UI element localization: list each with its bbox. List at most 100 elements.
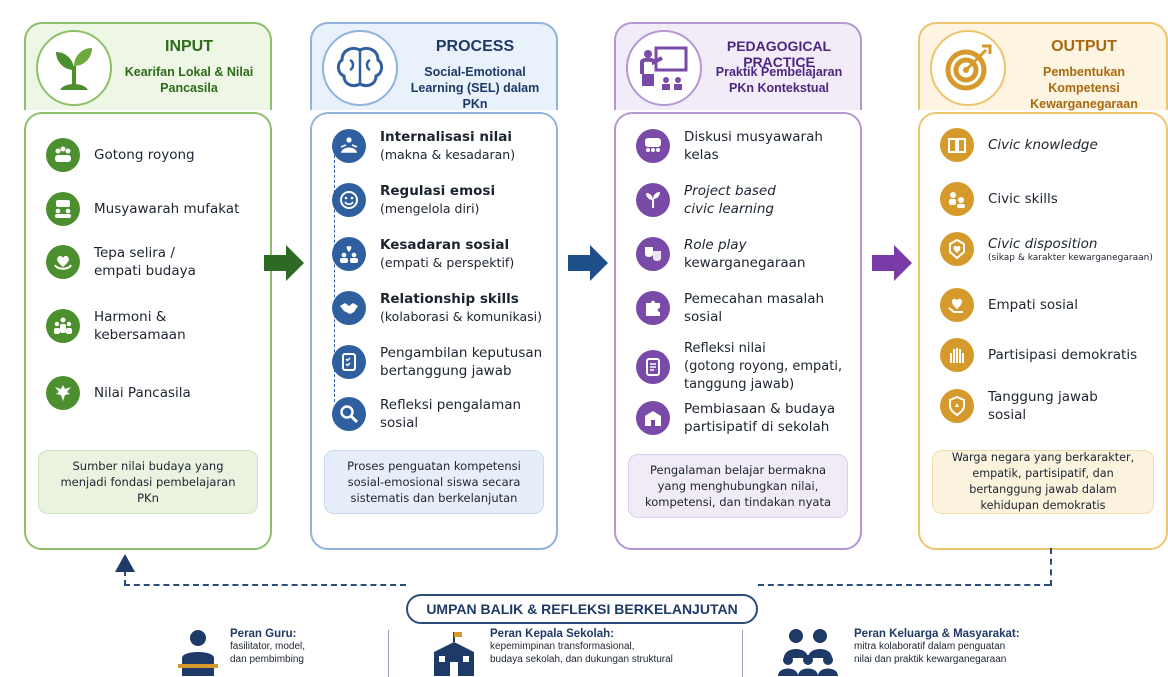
connector-line — [334, 150, 348, 402]
raised-hands-icon — [940, 338, 974, 372]
role-desc-1: fasilitator, model, — [230, 641, 306, 652]
meeting-icon — [46, 192, 80, 226]
item-label: Musyawarah mufakat — [94, 201, 240, 217]
feedback-line-up — [124, 570, 126, 586]
item-label: Civic knowledge — [988, 137, 1098, 153]
input-footer: Sumber nilai budaya yang menjadi fondasi… — [38, 450, 258, 514]
role-desc-2: nilai dan praktik kewarganegaraan — [854, 654, 1007, 665]
pedagogical-subtitle: Praktik Pembelajaran PKn Kontekstual — [715, 65, 843, 95]
role-desc-2: dan pembimbing — [230, 654, 304, 665]
list-item: Kesadaran sosial(empati & perspektif) — [332, 236, 550, 272]
list-item: Partisipasi demokratis — [940, 338, 1160, 372]
school-icon — [434, 632, 474, 676]
list-item: Regulasi emosi(mengelola diri) — [332, 182, 550, 218]
shield-icon — [940, 389, 974, 423]
item-label: Civic disposition(sikap & karakter kewar… — [988, 235, 1153, 263]
meditation-icon — [332, 129, 366, 163]
role-title: Peran Guru: — [230, 628, 297, 640]
process-title: PROCESS — [435, 38, 515, 55]
list-item: Relationship skills(kolaborasi & komunik… — [332, 290, 550, 326]
list-item: Nilai Pancasila — [46, 376, 264, 410]
teacher-icon — [178, 630, 218, 676]
output-column: OUTPUT Pembentukan Kompetensi Kewarganeg… — [918, 22, 1168, 550]
item-label: Refleksi nilai(gotong royong, empati,tan… — [684, 341, 843, 392]
pedagogical-title: PEDAGOGICAL PRACTICE — [726, 38, 832, 70]
target-icon — [930, 30, 1006, 106]
list-item: Tepa selira /empati budaya — [46, 244, 264, 280]
role-teacher: Peran Guru: fasilitator, model, dan pemb… — [176, 628, 305, 676]
garuda-icon — [46, 376, 80, 410]
community-icon — [46, 309, 80, 343]
heart-badge-icon — [940, 232, 974, 266]
pedagogical-header: PEDAGOGICAL PRACTICE Praktik Pembelajara… — [614, 22, 862, 110]
item-label: Kesadaran sosial(empati & perspektif) — [380, 237, 515, 270]
puzzle-icon — [636, 291, 670, 325]
role-desc-1: kepemimpinan transformasional, — [490, 641, 635, 652]
community-group-icon — [778, 629, 838, 676]
role-principal: Peran Kepala Sekolah: kepemimpinan trans… — [430, 628, 673, 676]
list-item: Empati sosial — [940, 288, 1160, 322]
item-label: Civic skills — [988, 191, 1058, 207]
input-header: INPUT Kearifan Lokal & Nilai Pancasila — [24, 22, 272, 110]
item-label: Partisipasi demokratis — [988, 347, 1138, 363]
heart-hands-icon — [46, 245, 80, 279]
item-label: Nilai Pancasila — [94, 385, 191, 401]
feedback-label: UMPAN BALIK & REFLEKSI BERKELANJUTAN — [406, 594, 758, 624]
plant-project-icon — [636, 183, 670, 217]
arrow-right-icon — [264, 245, 304, 281]
role-community: Peran Keluarga & Masyarakat: mitra kolab… — [776, 628, 1020, 676]
pedagogical-column: PEDAGOGICAL PRACTICE Praktik Pembelajara… — [614, 22, 862, 550]
input-title: INPUT — [165, 38, 213, 55]
heart-hand-icon — [940, 288, 974, 322]
process-column: PROCESS Social-Emotional Learning (SEL) … — [310, 22, 558, 550]
role-desc-2: budaya sekolah, dan dukungan struktural — [490, 654, 673, 665]
list-item: Gotong royong — [46, 138, 264, 172]
item-label: Gotong royong — [94, 147, 195, 163]
people-heart-icon — [332, 237, 366, 271]
list-item: Civic skills — [940, 182, 1160, 216]
item-label: Tepa selira /empati budaya — [94, 245, 196, 279]
divider — [388, 630, 389, 677]
process-panel: Internalisasi nilai(makna & kesadaran) R… — [310, 112, 558, 550]
output-header: OUTPUT Pembentukan Kompetensi Kewarganeg… — [918, 22, 1168, 111]
list-item: Musyawarah mufakat — [46, 192, 264, 226]
process-footer: Proses penguatan kompetensi sosial-emosi… — [324, 450, 544, 514]
output-subtitle: Pembentukan Kompetensi Kewarganegaraan — [1030, 65, 1138, 111]
item-label: Harmoni &kebersamaan — [94, 309, 186, 343]
role-title: Peran Kepala Sekolah: — [490, 628, 614, 640]
people-skills-icon — [940, 182, 974, 216]
divider — [742, 630, 743, 677]
feedback-line-left — [124, 584, 406, 586]
input-column: INPUT Kearifan Lokal & Nilai Pancasila G… — [24, 22, 272, 550]
role-title: Peran Keluarga & Masyarakat: — [854, 628, 1020, 640]
item-label: Empati sosial — [988, 297, 1078, 313]
list-item: Refleksi nilai(gotong royong, empati,tan… — [636, 340, 854, 394]
pedagogical-footer: Pengalaman belajar bermakna yang menghub… — [628, 454, 848, 518]
role-desc-1: mitra kolaboratif dalam penguatan — [854, 641, 1006, 652]
brain-icon — [322, 30, 398, 106]
item-label: Regulasi emosi(mengelola diri) — [380, 183, 496, 216]
checklist-icon — [332, 345, 366, 379]
output-panel: Civic knowledge Civic skills Civic dispo… — [918, 112, 1168, 550]
feedback-line-down — [1050, 548, 1052, 586]
output-title: OUTPUT — [1051, 38, 1117, 55]
sprout-icon — [36, 30, 112, 106]
process-header: PROCESS Social-Emotional Learning (SEL) … — [310, 22, 558, 111]
list-item: Civic disposition(sikap & karakter kewar… — [940, 232, 1160, 266]
